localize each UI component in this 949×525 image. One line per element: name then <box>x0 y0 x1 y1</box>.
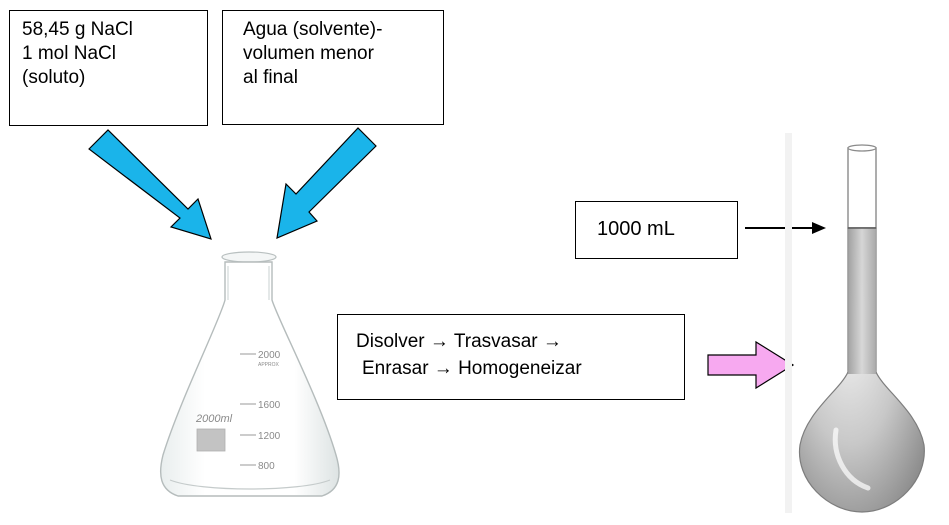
volumetric-flask <box>785 133 925 513</box>
solute-box: 58,45 g NaCl 1 mol NaCl (soluto) <box>9 10 208 126</box>
tick-label-1600: 1600 <box>258 400 281 411</box>
procedure-steps-box: Disolver → Trasvasar → Enrasar → Homogen… <box>337 314 685 400</box>
steps-line-1: Disolver → Trasvasar → <box>356 331 562 352</box>
volume-box: 1000 mL <box>575 201 738 259</box>
black-arrow <box>745 222 826 234</box>
tick-label-800: 800 <box>258 461 275 472</box>
writing-patch <box>196 428 226 452</box>
pink-arrow <box>707 340 795 390</box>
solvent-line-1: Agua (solvente)- <box>243 19 383 40</box>
blue-arrow-left <box>88 129 212 240</box>
solvent-line-2: volumen menor <box>243 43 374 64</box>
steps-line-2: Enrasar → Homogeneizar <box>362 358 582 379</box>
solvent-line-3: al final <box>243 67 298 88</box>
flask-volume-marking: 2000ml <box>195 413 233 425</box>
solute-line-1: 58,45 g NaCl <box>22 19 133 40</box>
tick-label-1200: 1200 <box>258 431 281 442</box>
volume-label: 1000 mL <box>597 218 675 240</box>
solute-line-3: (soluto) <box>22 67 86 88</box>
solvent-box: Agua (solvente)- volumen menor al final <box>222 10 444 125</box>
erlenmeyer-flask: 2000 APPROX 1600 1200 800 2000ml <box>160 251 340 497</box>
solute-line-2: 1 mol NaCl <box>22 43 116 64</box>
approx-label: APPROX <box>258 362 280 368</box>
blue-arrow-right <box>276 127 377 239</box>
tick-label-2000: 2000 <box>258 350 281 361</box>
